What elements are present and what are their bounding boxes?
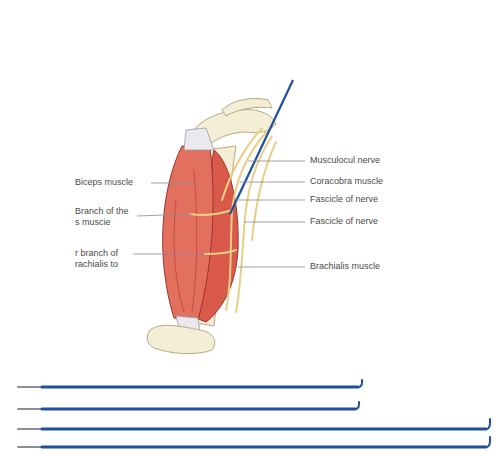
- tendon: [184, 128, 214, 150]
- part-label: Brachialis muscle: [310, 261, 420, 272]
- part-label: Biceps muscle: [75, 177, 155, 188]
- leader-lines: [133, 161, 305, 267]
- part-label: Coracobra muscle: [310, 176, 420, 187]
- part-label: r branch of rachialis to: [75, 248, 130, 270]
- nerves: [190, 128, 276, 312]
- part-label: Branch of the s muscie: [75, 206, 133, 228]
- probe: [230, 80, 293, 214]
- elbow-bone: [147, 325, 214, 353]
- biceps-muscle: [163, 146, 213, 320]
- part-label: Fascicle of nerve: [310, 194, 420, 205]
- part-label: Fascicle of nerve: [310, 216, 420, 227]
- part-label: Musculocul nerve: [310, 155, 420, 166]
- clavicle: [222, 98, 272, 116]
- probe-instruments: [18, 380, 490, 447]
